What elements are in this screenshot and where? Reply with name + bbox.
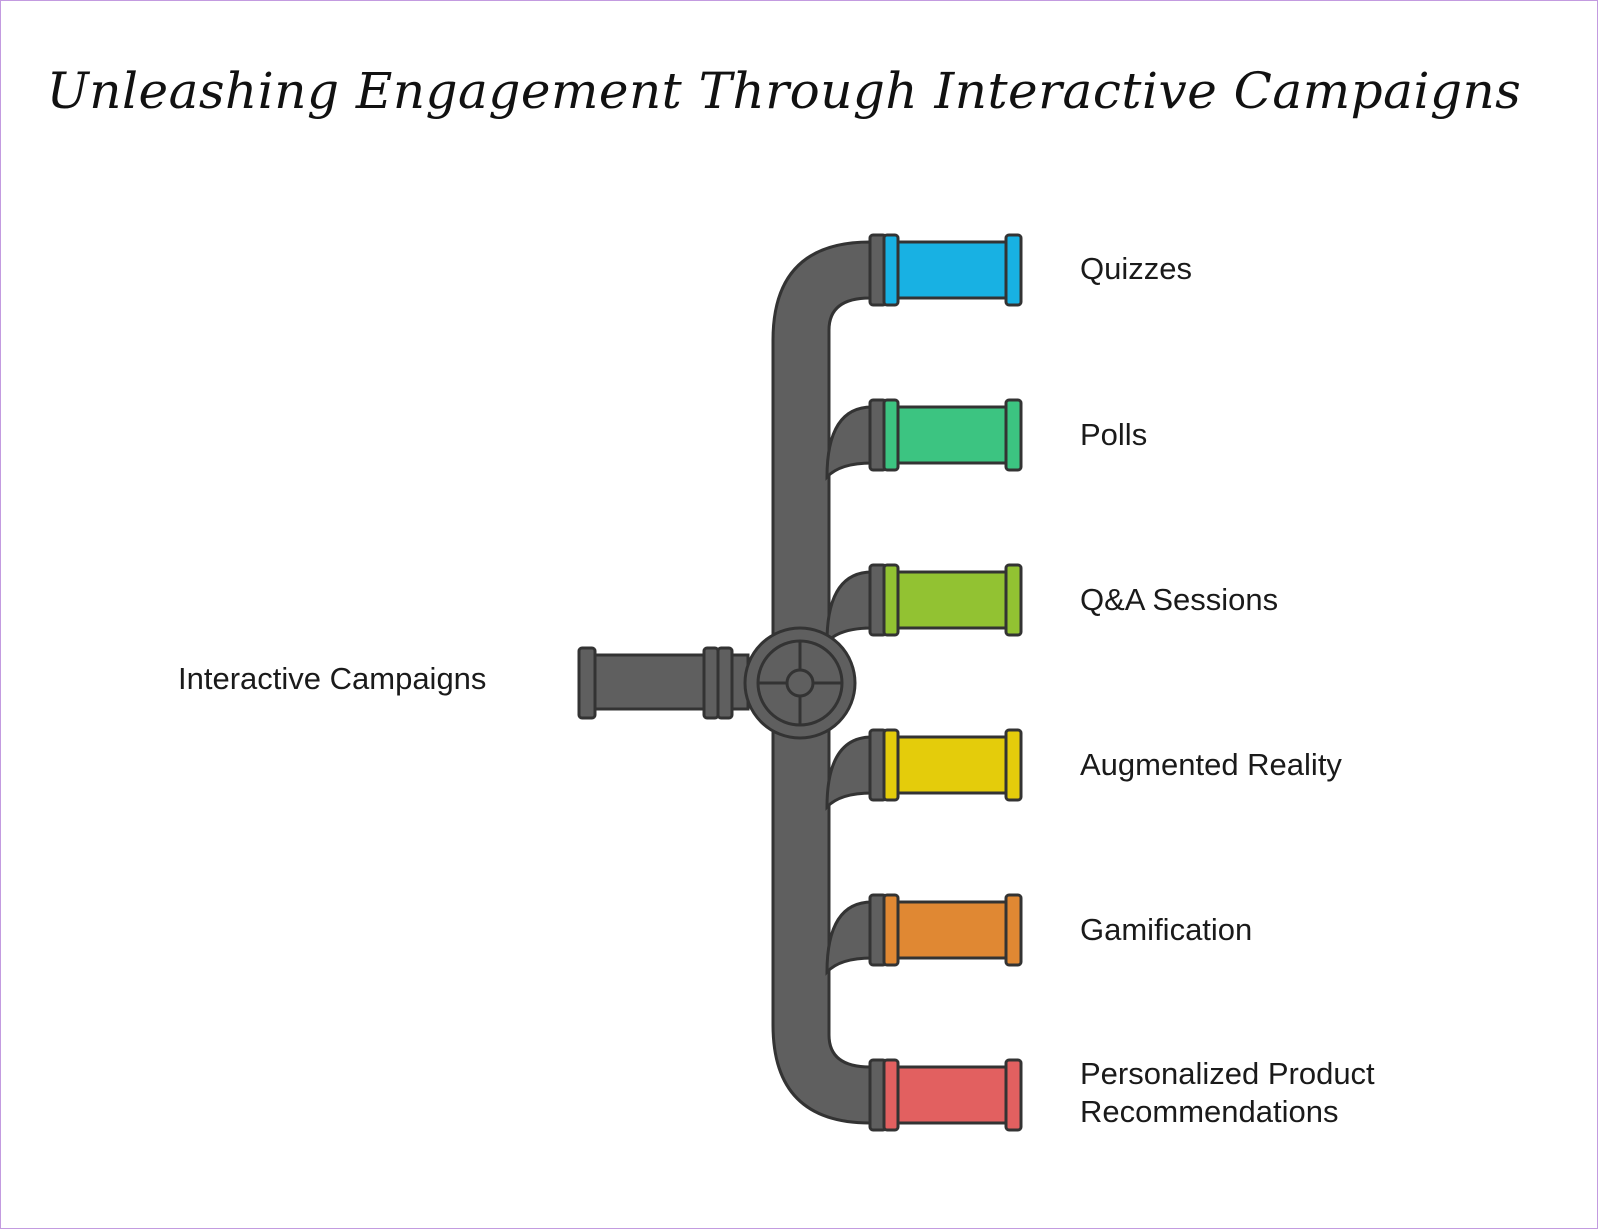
outlet-end-flange-6: [1004, 1058, 1023, 1132]
outlet-end-flange-5: [1004, 893, 1023, 967]
outlet-flange-1: [882, 233, 900, 307]
pipe-network: [577, 233, 1023, 1132]
outlet-pipe-4: [893, 735, 1019, 795]
branch-connector: [825, 570, 874, 646]
outlet-pipe-3: [893, 570, 1019, 630]
outlet-pipe-2: [893, 405, 1019, 465]
branch-label-1: Quizzes: [1080, 251, 1192, 286]
outlet-end-flange-4: [1004, 728, 1023, 802]
outlet-flange-6: [882, 1058, 900, 1132]
inlet-flange: [577, 646, 597, 720]
inlet-flange: [702, 646, 720, 720]
outlet-end-flange-1: [1004, 233, 1023, 307]
outlet-flange-4: [882, 728, 900, 802]
outlet-end-flange-2: [1004, 398, 1023, 472]
branch-label-3: Q&A Sessions: [1080, 582, 1279, 617]
branch-label-4: Augmented Reality: [1080, 747, 1342, 782]
branch-label-2: Polls: [1080, 417, 1148, 452]
outlet-flange-3: [882, 563, 900, 637]
outlet-pipe-6: [893, 1065, 1019, 1125]
diagram-title: Unleashing Engagement Through Interactiv…: [46, 62, 1522, 120]
branch-connector: [825, 735, 874, 811]
branch-connector: [825, 405, 874, 481]
source-label: Interactive Campaigns: [178, 661, 487, 696]
outlet-flange-5: [882, 893, 900, 967]
branch-connector: [825, 900, 874, 976]
valve-center: [785, 668, 815, 698]
branch-label-5: Gamification: [1080, 912, 1253, 947]
outlet-flange-2: [882, 398, 900, 472]
outlet-end-flange-3: [1004, 563, 1023, 637]
outlet-pipe-1: [893, 240, 1019, 300]
inlet-flange: [716, 646, 734, 720]
outlet-pipe-5: [893, 900, 1019, 960]
